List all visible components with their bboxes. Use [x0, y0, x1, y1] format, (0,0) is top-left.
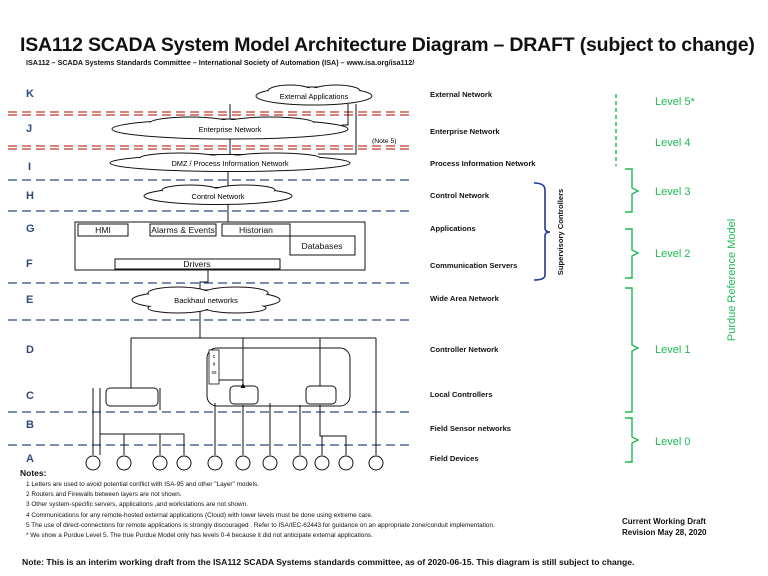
layer-name: Applications — [430, 224, 476, 233]
svg-text:Enterprise Network: Enterprise Network — [199, 125, 262, 134]
dmz-process-information-cloud: DMZ / Process Information Network — [109, 152, 351, 172]
note-item: 4 Communications for any remote-hosted e… — [26, 511, 373, 519]
layer-name: Wide Area Network — [430, 294, 500, 303]
alarms-events-box — [149, 223, 217, 237]
note-item: 1 Letters are used to avoid potential co… — [26, 481, 259, 488]
field-device — [338, 455, 354, 471]
note5-label: (Note 5) — [372, 138, 397, 145]
purdue-bracket-level3 — [625, 168, 640, 213]
working-draft-line: Current Working Draft — [622, 517, 706, 526]
field-devices — [85, 455, 384, 471]
layer-name: Communication Servers — [430, 261, 517, 270]
page-subtitle: ISA112 – SCADA Systems Standards Committ… — [26, 58, 415, 67]
purdue-bracket-level0 — [625, 417, 640, 463]
svg-text:Control Network: Control Network — [192, 192, 245, 201]
notes-heading: Notes: — [20, 468, 47, 478]
layer-name: External Network — [430, 90, 493, 99]
field-device — [314, 455, 330, 471]
purdue-level: Level 2 — [655, 248, 690, 260]
local-controller — [305, 385, 337, 405]
layer-name: Control Network — [430, 191, 490, 200]
purdue-level: Level 0 — [655, 436, 690, 448]
alarms-events-label: Alarms & Events — [151, 225, 215, 235]
layer-name: Controller Network — [430, 345, 499, 354]
layer-letter: K — [26, 88, 34, 100]
layer-name: Process Information Network — [430, 159, 536, 168]
supervisory-label: Supervisory Controllers — [556, 189, 565, 276]
layer-letter: B — [26, 419, 34, 431]
hmi-box — [77, 223, 129, 237]
layer-letter: H — [26, 190, 34, 202]
layer-letter: J — [26, 123, 32, 135]
supervisory-enclosure — [206, 347, 351, 407]
note-item: 5 The use of direct-connections for remo… — [26, 521, 495, 529]
svg-text:External Applications: External Applications — [280, 92, 349, 101]
layer-dividers — [8, 111, 410, 446]
layer-name: Field Devices — [430, 454, 479, 463]
svg-text:Backhaul networks: Backhaul networks — [174, 296, 238, 305]
layer-letter: C — [26, 390, 34, 402]
purdue-bracket-level1 — [625, 287, 640, 413]
purdue-level: Level 3 — [655, 186, 690, 198]
layer-letter: G — [26, 223, 35, 235]
field-device — [368, 455, 384, 471]
local-controller — [229, 385, 259, 405]
field-device — [292, 455, 308, 471]
hmi-label: HMI — [95, 225, 111, 235]
notes-list: 1 Letters are used to avoid potential co… — [26, 480, 495, 541]
control-network-cloud: Control Network — [143, 184, 293, 205]
local-controllers — [105, 385, 337, 407]
note-item: 2 Routers and Firewalls between layers a… — [26, 491, 182, 499]
external-applications-cloud: External Applications — [255, 84, 373, 106]
drivers-label: Drivers — [183, 259, 210, 269]
controller-block — [208, 349, 220, 385]
supervisory-bracket — [533, 182, 551, 281]
field-device — [207, 455, 223, 471]
databases-box — [289, 235, 356, 256]
controller-glyph: c — [213, 354, 216, 360]
layer-name: Field Sensor networks — [430, 424, 511, 433]
field-device — [116, 455, 132, 471]
layer-name: Enterprise Network — [430, 127, 500, 136]
layer-letter: D — [26, 344, 34, 356]
drivers-box — [114, 258, 281, 270]
field-device — [85, 455, 101, 471]
layer-letter: F — [26, 258, 33, 270]
revision-line: Revision May 28, 2020 — [622, 528, 707, 537]
local-controller — [105, 387, 159, 407]
layer-letter: A — [26, 453, 34, 465]
controller-glyph: # — [213, 362, 216, 368]
applications-box — [74, 221, 366, 271]
purdue-level: Level 4 — [655, 137, 690, 149]
databases-label: Databases — [301, 241, 342, 251]
historian-label: Historian — [239, 225, 273, 235]
page-title: ISA112 SCADA System Model Architecture D… — [20, 34, 755, 56]
enterprise-network-cloud: Enterprise Network — [111, 116, 349, 140]
backhaul-networks-cloud: Backhaul networks — [131, 286, 281, 314]
field-device — [235, 455, 251, 471]
layer-letter: I — [28, 161, 31, 173]
purdue-bracket-level2 — [625, 228, 640, 279]
footer-note: Note: This is an interim working draft f… — [22, 557, 635, 567]
purdue-model-label: Purdue Reference Model — [726, 219, 738, 341]
working-draft-revision: Current Working Draft Revision May 28, 2… — [622, 516, 707, 538]
svg-text:DMZ / Process Information Netw: DMZ / Process Information Network — [171, 159, 288, 168]
note-item: 3 Other system-specific servers, applica… — [26, 501, 248, 509]
field-device — [152, 455, 168, 471]
note-item: * We show a Purdue Level 5. The true Pur… — [26, 532, 373, 540]
layer-letter: E — [26, 294, 33, 306]
layer-name: Local Controllers — [430, 390, 492, 399]
field-device — [262, 455, 278, 471]
controller-glyph: ss — [212, 370, 218, 376]
historian-box — [221, 223, 291, 237]
purdue-level: Level 1 — [655, 344, 690, 356]
purdue-level: Level 5* — [655, 96, 695, 108]
field-device — [176, 455, 192, 471]
